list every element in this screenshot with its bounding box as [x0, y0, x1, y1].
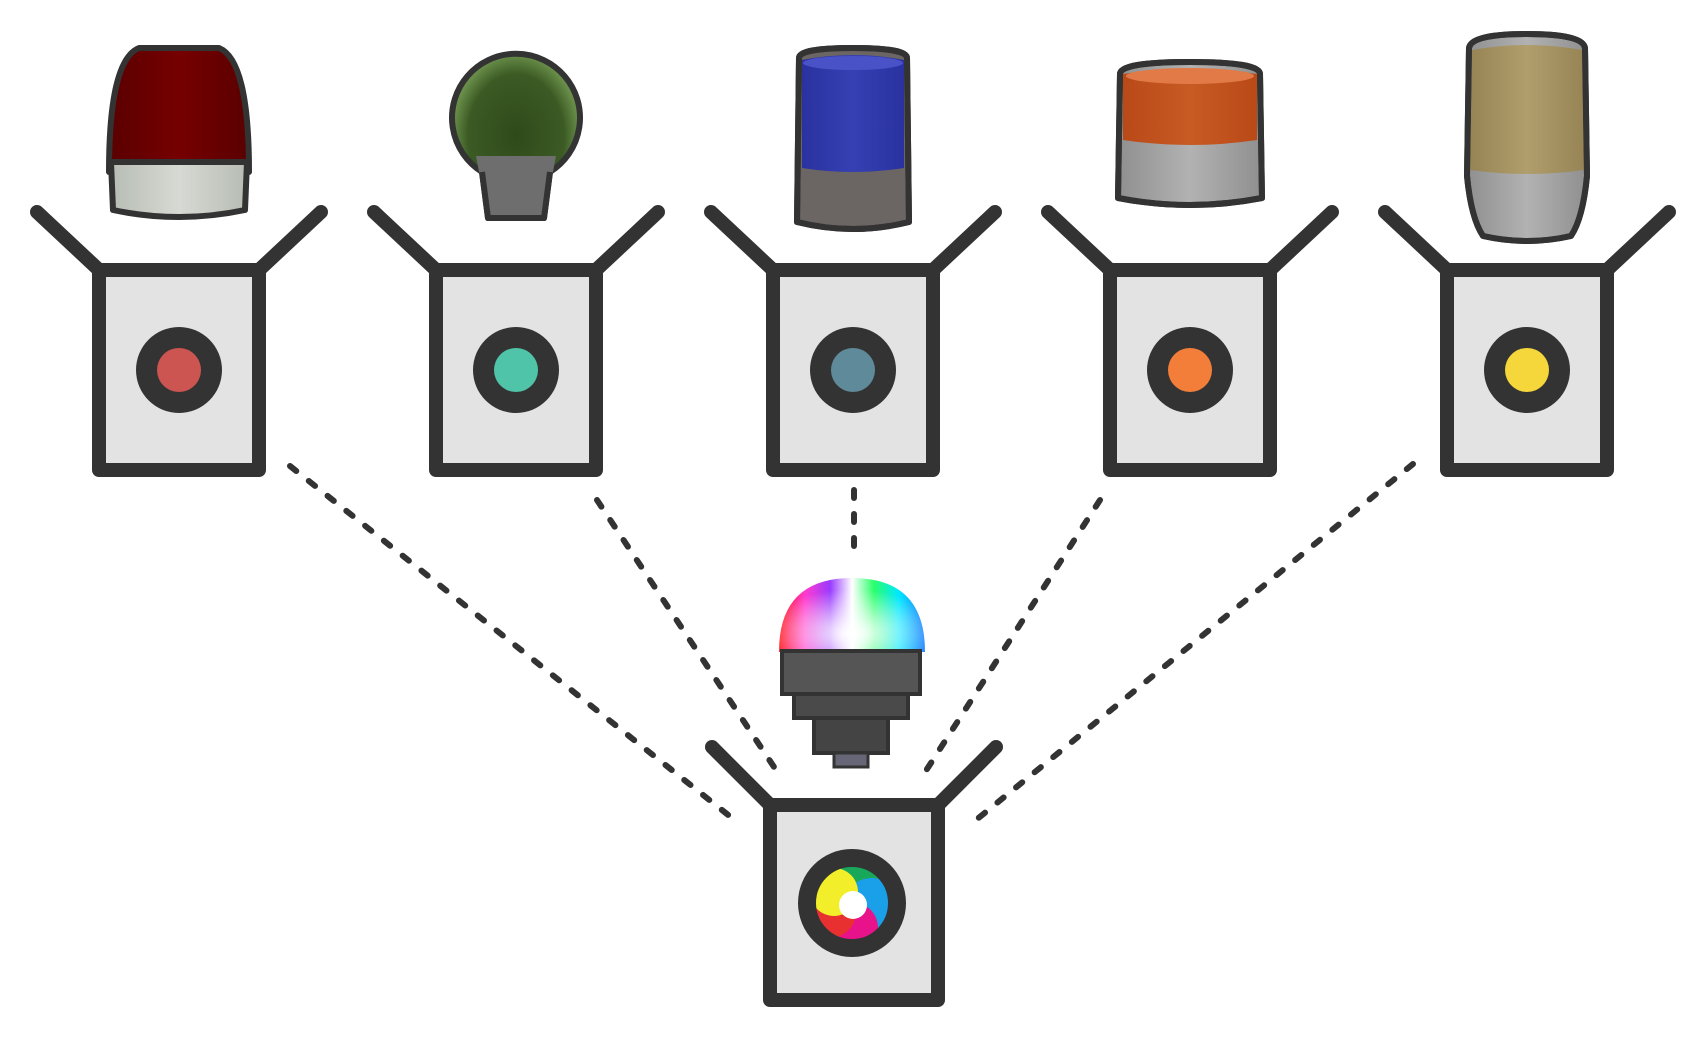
rgb-beacon-ring	[780, 649, 922, 696]
orange-indicator-light	[1168, 348, 1212, 392]
red-beacon-base	[108, 159, 250, 220]
blue-cylinder-beacon	[794, 45, 912, 232]
box-flap-left	[30, 205, 106, 277]
blue-indicator-light	[831, 348, 875, 392]
orange-lens	[1123, 69, 1257, 145]
red-indicator-light	[157, 348, 201, 392]
combined-box-flaps	[705, 740, 1003, 812]
dotted-connector-lines	[287, 461, 1416, 823]
red-lens	[106, 45, 252, 175]
blue-lens	[802, 55, 904, 172]
box-flap-right	[252, 205, 328, 277]
rgb-multicolor-beacon	[779, 578, 925, 769]
source-module-yellow	[1378, 31, 1676, 477]
yellow-tall-beacon	[1464, 31, 1590, 244]
connector-yellow	[973, 461, 1416, 823]
source-module-orange	[1041, 59, 1339, 477]
box-flap-left	[367, 205, 443, 277]
green-bulb-beacon	[449, 50, 583, 221]
box-flap-left	[1041, 205, 1117, 277]
module-box	[429, 263, 603, 477]
box-flap-left	[704, 205, 780, 277]
source-module-blue	[704, 45, 1002, 477]
combined-module	[705, 578, 1003, 1007]
source-module-green	[367, 50, 665, 477]
rgb-beacon-pin	[832, 751, 870, 769]
box-flap-right	[1263, 205, 1339, 277]
box-flap-right	[589, 205, 665, 277]
orange-cylinder-beacon	[1115, 59, 1265, 208]
yellow-indicator-light	[1505, 348, 1549, 392]
box-flap-left	[1378, 205, 1454, 277]
connector-red	[287, 463, 735, 821]
rgb-beacon-collar	[792, 692, 910, 720]
connector-orange	[917, 497, 1103, 783]
green-beacon-base	[476, 156, 556, 218]
connector-green	[594, 497, 783, 779]
box-flap-right	[1600, 205, 1676, 277]
box-flap-right	[926, 205, 1002, 277]
yellow-lens	[1470, 45, 1584, 174]
source-modules	[30, 31, 1676, 477]
red-dome-beacon	[106, 45, 252, 220]
source-module-red	[30, 45, 328, 477]
rgb-beacon-stem	[812, 716, 890, 755]
green-indicator-light	[494, 348, 538, 392]
